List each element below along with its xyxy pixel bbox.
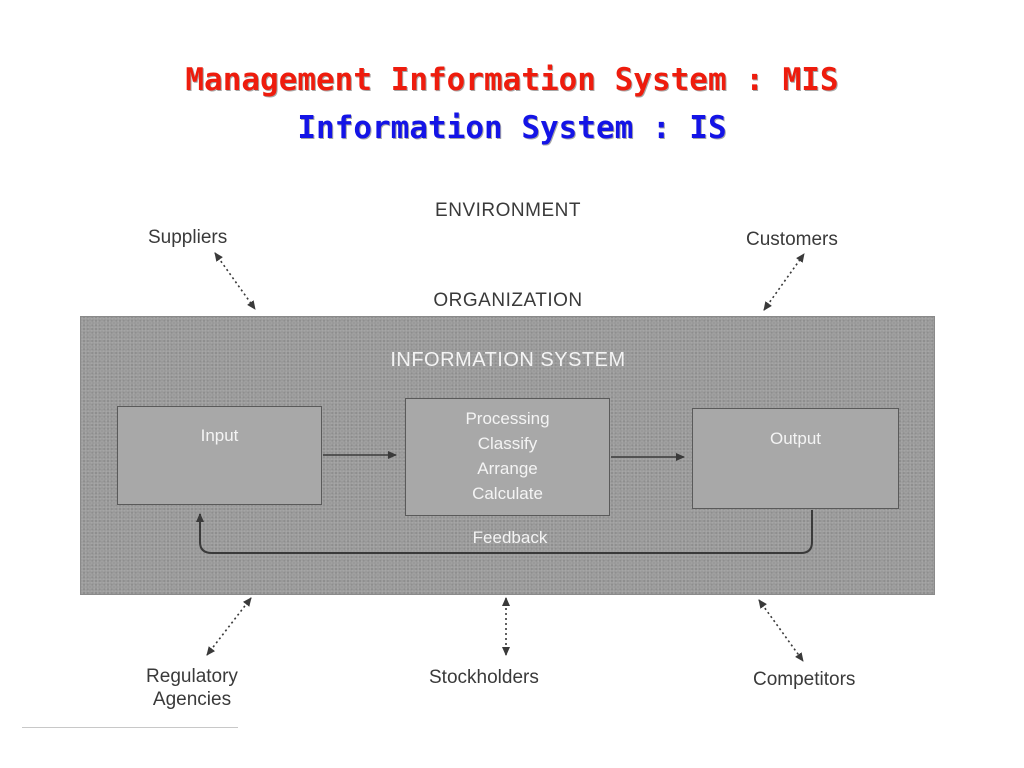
slide-subtitle: Information System : IS — [297, 110, 727, 146]
suppliers-arrow — [214, 252, 256, 310]
regulatory-agencies-arrow — [206, 597, 252, 656]
processing-step: Calculate — [472, 484, 543, 503]
feedback-label: Feedback — [472, 528, 548, 547]
agencies-line: Agencies — [152, 689, 232, 710]
processing-steps: Processing Classify Arrange Calculate — [405, 406, 610, 506]
customers-arrow — [763, 253, 805, 311]
stockholders-label: Stockholders — [429, 667, 539, 688]
organization-label: ORGANIZATION — [433, 290, 583, 311]
slide-title: Management Information System : MIS — [185, 62, 839, 98]
customers-label: Customers — [746, 229, 838, 250]
suppliers-label: Suppliers — [148, 227, 228, 248]
environment-label: ENVIRONMENT — [435, 200, 581, 221]
regulatory-agencies-label: Regulatory Agencies — [120, 665, 264, 711]
processing-step: Processing — [465, 409, 550, 428]
output-box — [692, 408, 899, 509]
information-system-title: INFORMATION SYSTEM — [390, 349, 626, 371]
output-label: Output — [769, 429, 822, 448]
competitors-label: Competitors — [753, 669, 856, 690]
divider-line — [22, 727, 238, 728]
processing-step: Classify — [477, 434, 538, 453]
competitors-arrow — [758, 599, 804, 662]
input-label: Input — [200, 426, 239, 445]
processing-step: Arrange — [477, 459, 538, 478]
input-box — [117, 406, 322, 505]
regulatory-line: Regulatory — [146, 666, 238, 687]
processing-box — [405, 398, 610, 516]
